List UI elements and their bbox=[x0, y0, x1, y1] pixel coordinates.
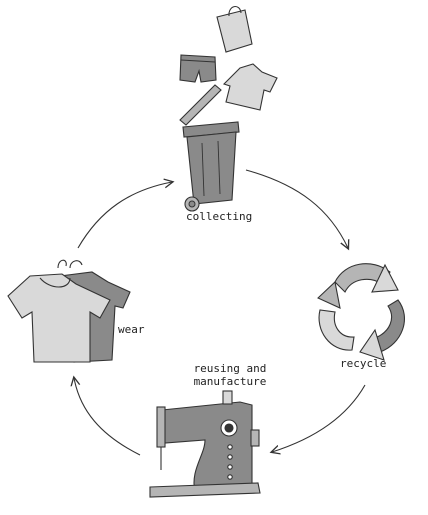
shorts-icon bbox=[179, 54, 217, 83]
sewing-machine-icon bbox=[149, 390, 261, 498]
label-recycle: recycle bbox=[340, 357, 387, 370]
label-collecting: collecting bbox=[186, 210, 253, 223]
shopping-bag-icon bbox=[216, 6, 253, 53]
label-reusing-and-manufacture: reusing and manufacture bbox=[180, 362, 280, 388]
trash-bin-icon bbox=[179, 84, 240, 212]
arrow-collecting-to-recycle bbox=[245, 169, 348, 248]
recycle-icon bbox=[317, 263, 405, 361]
label-reuse-line1: reusing and bbox=[193, 362, 267, 375]
label-reuse-line2: manufacture bbox=[193, 375, 267, 388]
arrow-wear-to-collecting bbox=[77, 182, 172, 249]
hanging-shirts-icon bbox=[7, 259, 131, 363]
tshirt-icon bbox=[222, 63, 278, 111]
arrow-recycle-to-manufacture bbox=[272, 384, 366, 452]
arrow-manufacture-to-wear bbox=[74, 378, 141, 456]
label-wear: wear bbox=[118, 323, 145, 336]
